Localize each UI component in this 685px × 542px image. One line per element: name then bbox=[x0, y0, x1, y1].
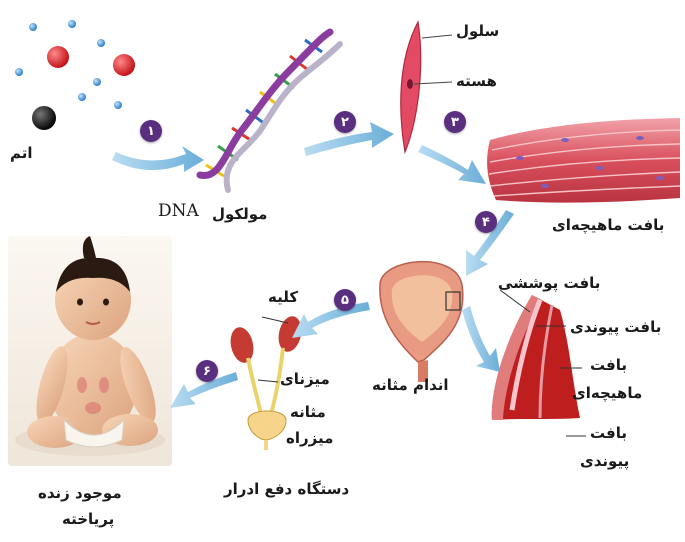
urethra-label: میزراه bbox=[286, 429, 333, 448]
bladder-organ-label: اندام مثانه bbox=[372, 376, 449, 395]
organism-label-line1: موجود زنده bbox=[38, 484, 122, 503]
arrow-1 bbox=[112, 146, 204, 172]
connective-tissue-2-label-line2: پیوندی bbox=[580, 452, 629, 471]
cell-pointer bbox=[422, 35, 452, 38]
ureter-label: میزنای bbox=[280, 370, 330, 389]
blue-atom bbox=[68, 20, 76, 28]
nucleus-label: هسته bbox=[456, 72, 497, 91]
urinary-system-label: دستگاه دفع ادرار bbox=[224, 480, 349, 499]
atom-cluster bbox=[15, 20, 135, 130]
dna-label: DNA bbox=[158, 201, 199, 222]
muscle-cell bbox=[401, 22, 452, 152]
molecule-label: مولکول bbox=[212, 205, 267, 224]
connective-tissue-label: بافت پیوندی bbox=[570, 318, 661, 337]
arrow-3 bbox=[418, 145, 486, 184]
muscle-layer-label-line1: بافت bbox=[590, 356, 627, 375]
step-badge-3: ۳ bbox=[444, 111, 466, 133]
arrow-zoom bbox=[462, 306, 500, 372]
blue-atom bbox=[93, 78, 101, 86]
black-atom bbox=[32, 106, 56, 130]
process-arrows bbox=[112, 122, 514, 408]
kidney-left bbox=[227, 325, 256, 365]
blue-atom bbox=[29, 23, 37, 31]
cell-label: سلول bbox=[456, 22, 499, 41]
atom-label: اتم bbox=[10, 144, 33, 163]
bladder-wall-section bbox=[492, 290, 586, 436]
epithelial-tissue-label: بافت پوششی bbox=[498, 274, 600, 293]
muscle-layer-label-line2: ماهیچه‌ای bbox=[572, 384, 642, 403]
connective-tissue-2-label-line1: بافت bbox=[590, 424, 627, 443]
step-badge-5: ۵ bbox=[334, 289, 356, 311]
arrow-5 bbox=[292, 302, 370, 338]
step-badge-4: ۴ bbox=[475, 211, 497, 233]
step-badge-6: ۶ bbox=[196, 360, 218, 382]
kidney-label: کلیه bbox=[268, 288, 298, 307]
blue-atom bbox=[15, 68, 23, 76]
organism-label-line2: پریاخته bbox=[62, 510, 114, 529]
blue-atom bbox=[114, 101, 122, 109]
baby-figure bbox=[8, 236, 172, 466]
step-badge-1: ۱ bbox=[140, 120, 162, 142]
bladder-label: مثانه bbox=[290, 403, 326, 422]
blue-atom bbox=[97, 39, 105, 47]
bladder-organ bbox=[380, 262, 463, 382]
muscle-tissue-label: بافت ماهیچه‌ای bbox=[552, 216, 664, 235]
nucleus-mark bbox=[407, 79, 413, 89]
blue-atom bbox=[78, 93, 86, 101]
red-atom-right bbox=[113, 54, 135, 76]
muscle-tissue-block bbox=[487, 118, 680, 203]
step-badge-2: ۲ bbox=[334, 111, 356, 133]
red-atom-left bbox=[47, 46, 69, 68]
dna-helix bbox=[200, 32, 340, 190]
